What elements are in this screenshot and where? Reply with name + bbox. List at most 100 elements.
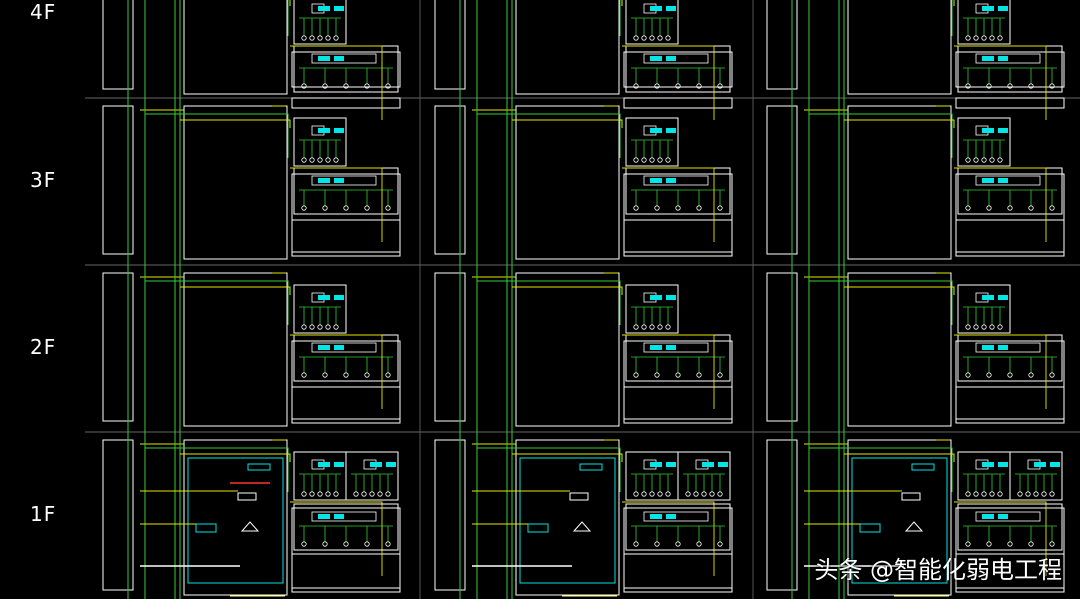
yellow-branch [290,501,383,576]
outlet-symbol [685,491,691,497]
equipment-room [515,0,620,95]
outlet-symbol [309,324,315,330]
outlet-symbol [1049,541,1055,547]
outlet-symbol [377,491,383,497]
outlet-symbol [965,205,971,211]
equipment-room [847,272,952,427]
switch-port [982,345,994,350]
outlet-symbol [654,205,660,211]
building-column [434,0,733,599]
core-switch [911,463,935,471]
outlet-symbol [675,541,681,547]
outlet-symbol [657,35,663,41]
shaft-box [102,105,134,255]
outlet-symbol [981,35,987,41]
switch-port [334,345,344,350]
yellow-branch [954,45,1047,120]
shaft-box [434,439,466,591]
device-frame [625,0,679,45]
device-frame [293,284,347,334]
outlet-symbol [657,491,663,497]
outlet-symbol [973,491,979,497]
floor-label-4f: 4F [30,0,57,24]
green-branch [477,447,621,492]
panel-box [291,219,401,257]
outlet-symbol [633,205,639,211]
switch-port [334,295,344,300]
outlet-symbol [317,35,323,41]
odf-box [527,523,549,533]
outlet-symbol [322,83,328,89]
switch-port [998,462,1008,467]
switch-port [982,178,994,183]
yellow-branch [180,453,291,462]
outlet-symbol [309,35,315,41]
router-box [237,492,257,501]
switch-box [975,511,1041,522]
panel-box [291,340,401,420]
switch-port [334,462,344,467]
outlet-symbol [301,324,307,330]
outlet-symbol [633,491,639,497]
yellow-branch [512,453,623,462]
outlet-symbol [343,541,349,547]
switch-port [334,178,344,183]
switch-port [318,56,330,61]
outlet-symbol [333,491,339,497]
device-frame [625,503,731,551]
switch-port [318,295,330,300]
switch-box [311,175,377,186]
outlet-symbol [633,35,639,41]
yellow-branch [844,453,955,462]
outlet-symbol [309,157,315,163]
yellow-branch [180,119,291,128]
outlet-symbol [649,491,655,497]
outlet-symbol [641,324,647,330]
outlet-symbol [385,491,391,497]
outlet-symbol [1049,372,1055,378]
switch-port [718,462,728,467]
yellow-branch [512,119,623,128]
outlet-symbol [717,372,723,378]
outlet-symbol [361,491,367,497]
floor-label-1f: 1F [30,502,57,526]
outlet-symbol [986,205,992,211]
outlet-symbol [1028,205,1034,211]
switch-port [666,295,676,300]
yellow-branch [622,334,715,409]
shaft-box [434,272,466,422]
outlet-symbol [657,157,663,163]
switch-box [311,342,377,353]
outlet-symbol [665,157,671,163]
panel-box [291,507,401,589]
panel-box [623,553,733,593]
outlet-symbol [301,83,307,89]
outlet-symbol [385,205,391,211]
building-column [102,0,401,599]
shaft-box [102,0,134,90]
yellow-branch [289,0,291,6]
switch-port [318,462,330,467]
device-frame [957,284,1011,334]
outlet-symbol [325,324,331,330]
panel-box [623,386,733,424]
switch-port [666,514,676,519]
outlet-symbol [322,541,328,547]
outlet-symbol [1007,541,1013,547]
outlet-symbol [654,541,660,547]
outlet-symbol [986,372,992,378]
outlet-symbol [385,372,391,378]
outlet-symbol [322,372,328,378]
device-frame [293,503,399,551]
switch-port [998,56,1008,61]
outlet-symbol [649,324,655,330]
network-cabinet [519,457,616,584]
firewall-symbol [572,521,592,532]
yellow-branch [290,45,383,120]
outlet-symbol [965,35,971,41]
panel-box [955,507,1065,589]
shaft-box [766,272,798,422]
outlet-symbol [665,491,671,497]
outlet-symbol [1033,491,1039,497]
